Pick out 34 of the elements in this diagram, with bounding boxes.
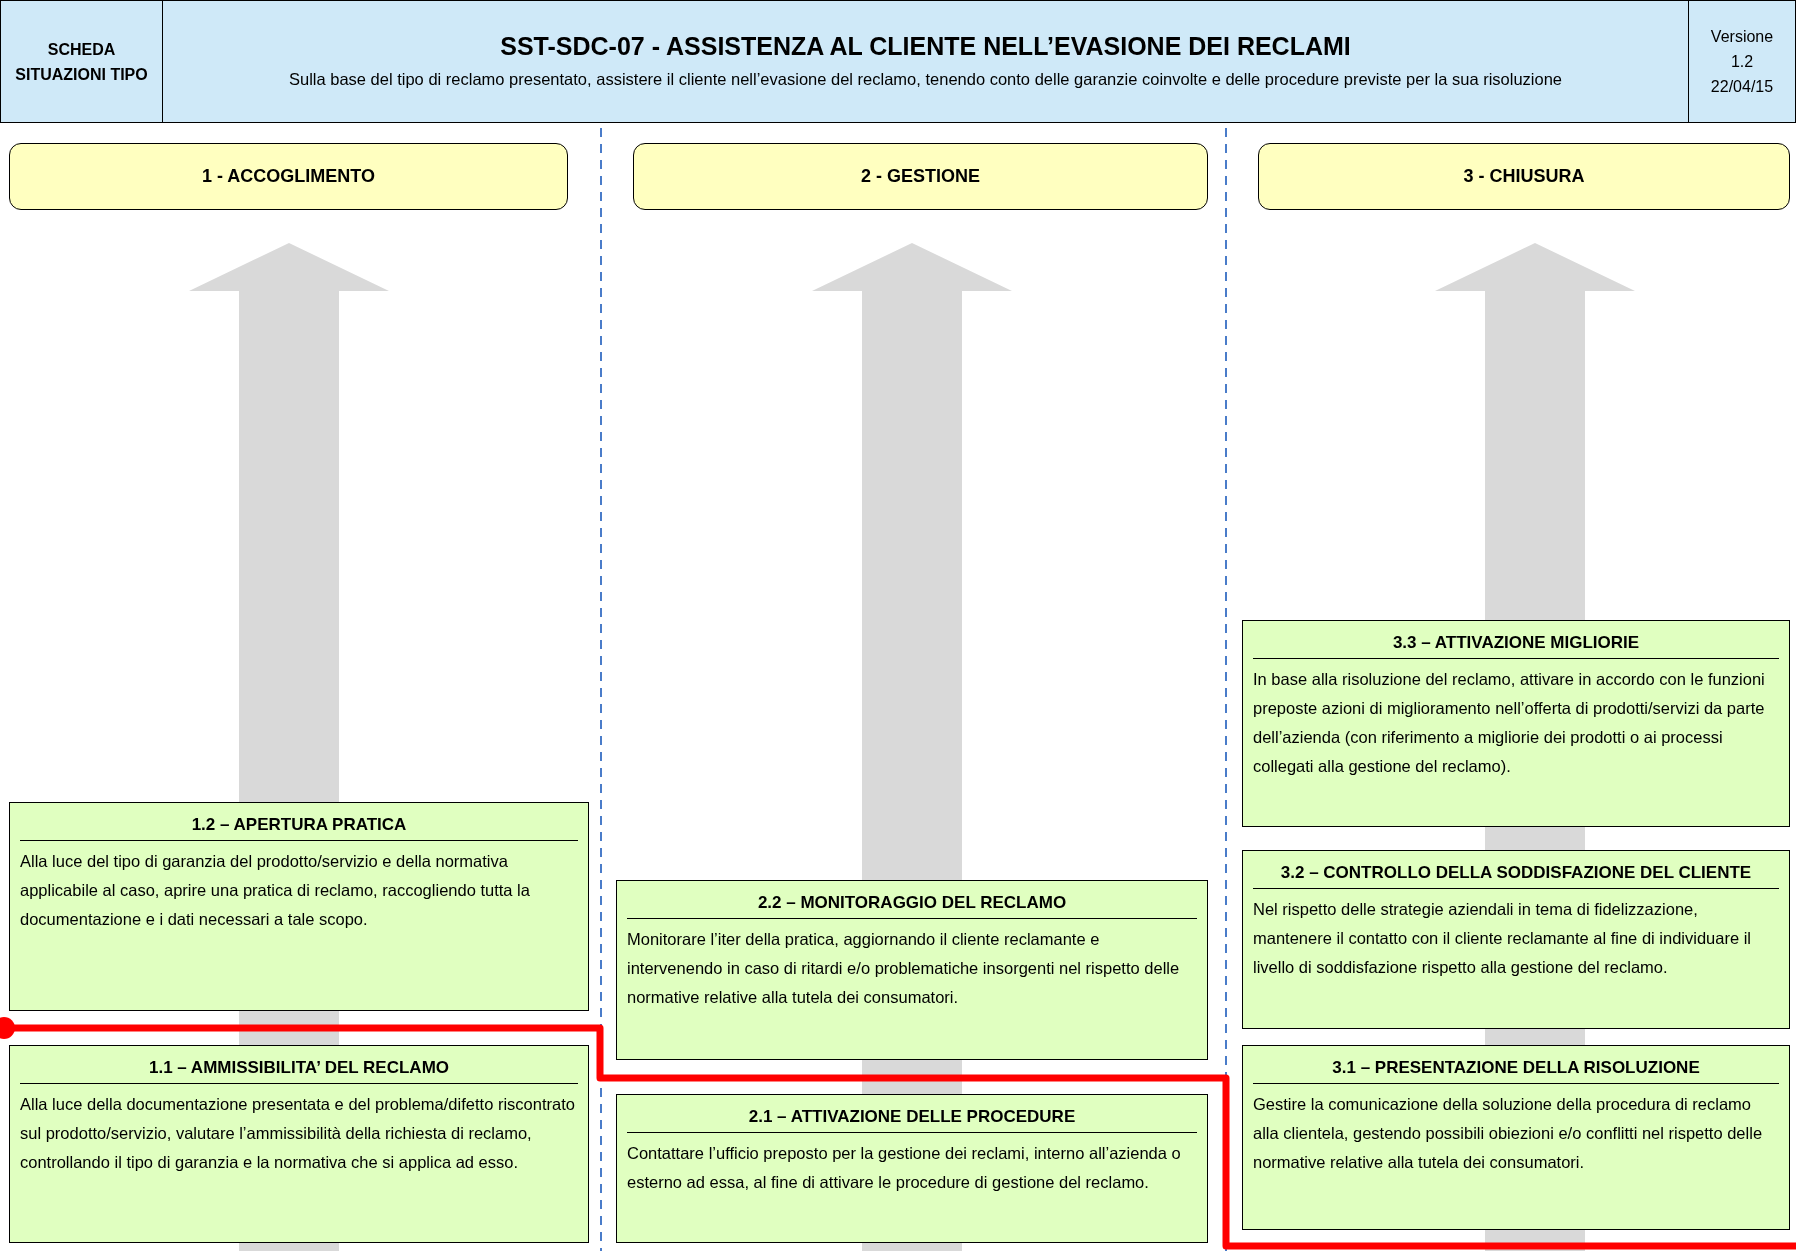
header-cell [0, 0, 163, 123]
activity-heading: 1.2 – APERTURA PRATICA [20, 809, 578, 841]
header-cell [162, 0, 1689, 123]
activity-description: In base alla risoluzione del reclamo, attivare in accordo con le funzioni preposte azioni di miglioramento nell’offerta di prodotti/servizi da parte dell’azienda (con riferimento a migliorie dei prodotti o ai processi collegati alla gestione del reclamo). [1253, 669, 1766, 777]
activity-box [1242, 850, 1790, 1029]
activity-heading: 2.1 – ATTIVAZIONE DELLE PROCEDURE [627, 1101, 1197, 1133]
phase-title: 1 - ACCOGLIMENTO [202, 166, 375, 187]
activity-box [616, 880, 1208, 1060]
activity-heading: 1.1 – AMMISSIBILITA’ DEL RECLAMO [20, 1052, 578, 1084]
phase-title: 2 - GESTIONE [861, 166, 980, 187]
activity-heading: 3.3 – ATTIVAZIONE MIGLIORIE [1253, 627, 1779, 659]
activity-description: Alla luce del tipo di garanzia del prodotto/servizio e della normativa applicabile al caso, aprire una pratica di reclamo, raccogliendo tutta la documentazione e i dati necessari a tale scopo. [20, 851, 531, 930]
activity-box [9, 802, 589, 1011]
activity-heading: 3.1 – PRESENTAZIONE DELLA RISOLUZIONE [1253, 1052, 1779, 1084]
activity-description: Alla luce della documentazione presentata e del problema/difetto riscontrato sul prodotto/servizio, valutare l’ammissibilità della richiesta di reclamo, controllando il tipo di garanzia e la normativa che si applica ad esso. [20, 1094, 576, 1173]
activity-box [9, 1045, 589, 1243]
activity-heading: 2.2 – MONITORAGGIO DEL RECLAMO [627, 887, 1197, 919]
phase-box [1258, 143, 1790, 210]
phase-box [9, 143, 568, 210]
sheet-subtitle: Sulla base del tipo di reclamo presentato, assistere il cliente nell’evasione del reclamo, tenendo conto delle garanzie coinvolte e delle procedure previste per la sua risoluzione [287, 69, 1564, 90]
activity-description: Contattare l’ufficio preposto per la gestione dei reclami, interno all’azienda o esterno ad essa, al fine di attivare le procedure di gestione del reclamo. [627, 1143, 1182, 1193]
sheet-type-label: SCHEDA SITUAZIONI TIPO [14, 39, 149, 85]
header-cell [1688, 0, 1796, 123]
phase-title: 3 - CHIUSURA [1463, 166, 1585, 187]
activity-description: Monitorare l’iter della pratica, aggiornando il cliente reclamante e intervenendo in caso di ritardi e/o problematiche insorgenti nel rispetto delle normative relative alla tutela dei consumatori. [627, 929, 1181, 1008]
activity-box [616, 1094, 1208, 1243]
activity-box [1242, 620, 1790, 827]
activity-description: Nel rispetto delle strategie aziendali in tema di fidelizzazione, mantenere il contatto con il cliente reclamante al fine di individuare il livello di soddisfazione rispetto alla gestione del reclamo. [1253, 899, 1753, 978]
activity-heading: 3.2 – CONTROLLO DELLA SODDISFAZIONE DEL CLIENTE [1253, 857, 1779, 889]
version-label: Versione 1.2 22/04/15 [1709, 27, 1775, 97]
activity-box [1242, 1045, 1790, 1230]
activity-description: Gestire la comunicazione della soluzione della procedura di reclamo alla clientela, gestendo possibili obiezioni e/o conflitti nel rispetto delle normative relative alla tutela dei consumatori. [1253, 1094, 1764, 1173]
phase-box [633, 143, 1208, 210]
sheet-title: SST-SDC-07 - ASSISTENZA AL CLIENTE NELL’EVASIONE DEI RECLAMI [500, 32, 1351, 61]
